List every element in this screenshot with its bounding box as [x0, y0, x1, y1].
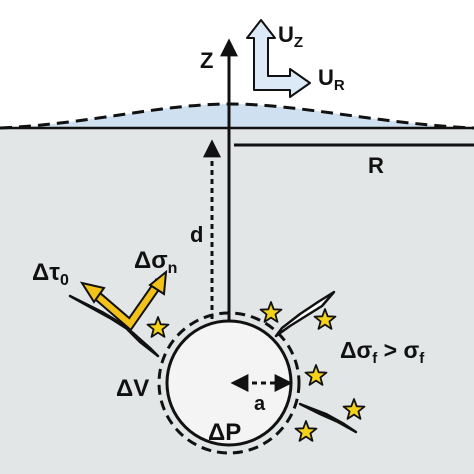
ur-label: UR: [318, 65, 345, 94]
seismicity-star-icon: [313, 308, 337, 330]
failure-criterion-label: Δσf > σf: [340, 337, 425, 367]
delta-tau-label: Δτ0: [32, 259, 69, 289]
fault-crack-left: [68, 294, 160, 358]
seismicity-stars: [146, 301, 366, 442]
seismicity-star-icon: [304, 364, 328, 386]
displacement-arrows: [246, 19, 311, 98]
seismicity-star-icon: [259, 301, 283, 323]
stress-arrows: [79, 269, 168, 332]
seismicity-star-icon: [146, 316, 170, 338]
radius-label: a: [254, 393, 266, 415]
seismicity-star-icon: [294, 420, 318, 442]
depth-label: d: [190, 222, 203, 247]
delta-sigma-n-label: Δσn: [134, 247, 177, 277]
surface-uplift: [0, 104, 474, 128]
chamber-expansion-outline: [157, 311, 301, 455]
seismicity-star-icon: [342, 398, 366, 420]
r-axis-label: R: [368, 153, 384, 178]
uz-label: UZ: [278, 22, 303, 51]
delta-p-label: ΔP: [208, 419, 241, 446]
z-axis-label: Z: [200, 48, 213, 73]
fault-crack-right-lower: [298, 402, 358, 434]
delta-v-label: ΔV: [116, 375, 149, 402]
fault-crack-right-upper: [274, 290, 336, 338]
